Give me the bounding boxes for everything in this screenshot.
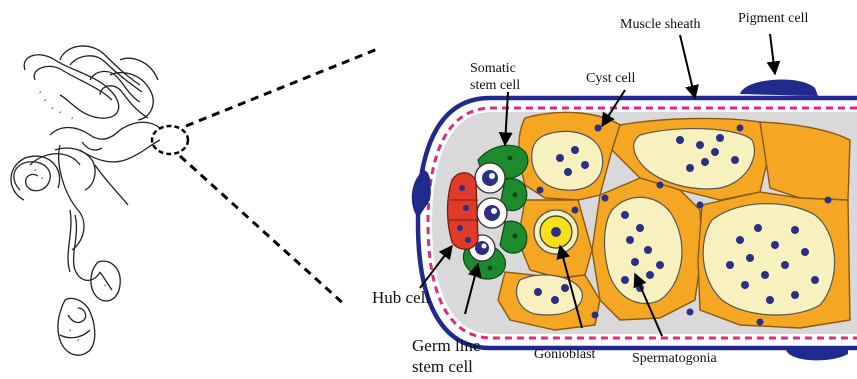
pigment-cell-top [740,79,818,96]
testis-tip-section [412,79,857,360]
testis-drawing-icon [11,46,160,355]
arrow-muscle-sheath [680,35,695,98]
arrow-pigment-cell [770,34,775,74]
pigment-cell-bottom [786,348,848,360]
cyst-cream-1 [532,131,603,190]
label-muscle-sheath: Muscle sheath [620,17,700,32]
label-pigment-cell: Pigment cell [738,11,808,26]
label-gonioblast: Gonioblast [534,347,596,362]
label-germline-stem-cell-line2: stem cell [412,357,473,376]
label-cyst-cell: Cyst cell [586,71,635,86]
label-spermatogonia: Spermatogonia [632,351,718,366]
label-hub-cell: Hub cell [372,288,430,307]
hub-cells [448,173,479,250]
zoom-region-ellipse [152,126,188,154]
label-germline-stem-cell-line1: Germ line [412,336,480,355]
zoom-line-top [186,48,380,126]
label-somatic-stem-cell-line2: stem cell [470,78,520,93]
zoom-line-bottom [180,156,346,306]
label-somatic-stem-cell-line1: Somatic [470,61,516,76]
